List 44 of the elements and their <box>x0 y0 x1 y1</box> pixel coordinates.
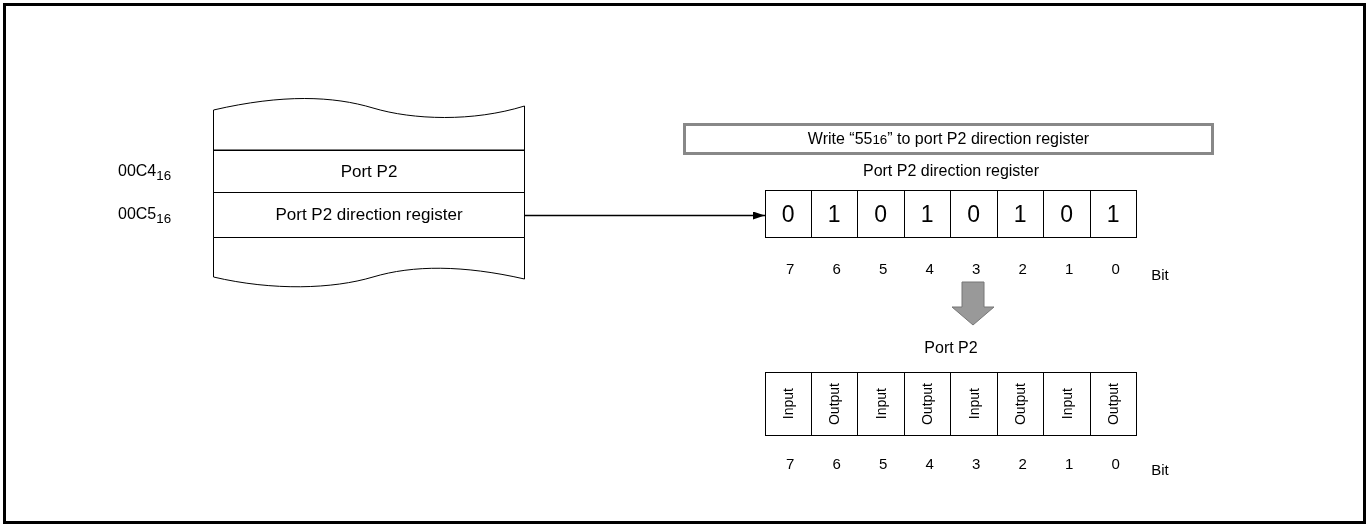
pin-direction: Output <box>1089 372 1137 436</box>
bit-number: 3 <box>971 260 982 277</box>
bit-value: 0 <box>1043 190 1091 238</box>
pin-direction: Output <box>903 372 951 436</box>
bit-number: 5 <box>878 260 889 277</box>
pin-direction: Output <box>996 372 1044 436</box>
bit-value: 1 <box>903 190 951 238</box>
pin-direction: Output <box>810 372 858 436</box>
register-title: Port P2 direction register <box>861 162 1041 180</box>
bit-number: 0 <box>1110 260 1121 277</box>
pin-direction: Input <box>950 372 998 436</box>
bit-number: 1 <box>1064 260 1075 277</box>
memory-row: Port P2 direction register <box>213 192 525 238</box>
bit-value: 1 <box>996 190 1044 238</box>
arrow <box>524 211 766 220</box>
bit-number: 4 <box>924 455 935 472</box>
bit-number: 2 <box>1017 455 1028 472</box>
address-label: 00C5$_{16}$ <box>118 205 172 227</box>
memory-area <box>213 237 525 287</box>
address-label: 00C4$_{16}$ <box>118 161 172 183</box>
register-title: Port P2 <box>923 339 979 357</box>
pin-direction: Input <box>857 372 905 436</box>
bit-number: 4 <box>924 260 935 277</box>
bit-value: 1 <box>810 190 858 238</box>
bit-number: 1 <box>1064 455 1075 472</box>
bit-number: 7 <box>785 455 796 472</box>
bit-value: 0 <box>950 190 998 238</box>
bit-value: 1 <box>1089 190 1137 238</box>
bit-number: 6 <box>831 455 842 472</box>
memory-area <box>213 100 525 150</box>
block-arrow <box>951 281 995 326</box>
bit-value: 0 <box>857 190 905 238</box>
bit-number: 3 <box>971 455 982 472</box>
pin-direction: Input <box>765 372 812 436</box>
bit-number: 5 <box>878 455 889 472</box>
bit-value: 0 <box>765 190 812 238</box>
pin-direction: Input <box>1043 372 1091 436</box>
bit-caption: Bit <box>1150 461 1170 478</box>
memory-row: Port P2 <box>213 150 525 193</box>
bit-caption: Bit <box>1150 266 1170 283</box>
bit-number: 7 <box>785 260 796 277</box>
bit-number: 0 <box>1110 455 1121 472</box>
bit-number: 2 <box>1017 260 1028 277</box>
bit-number: 6 <box>831 260 842 277</box>
